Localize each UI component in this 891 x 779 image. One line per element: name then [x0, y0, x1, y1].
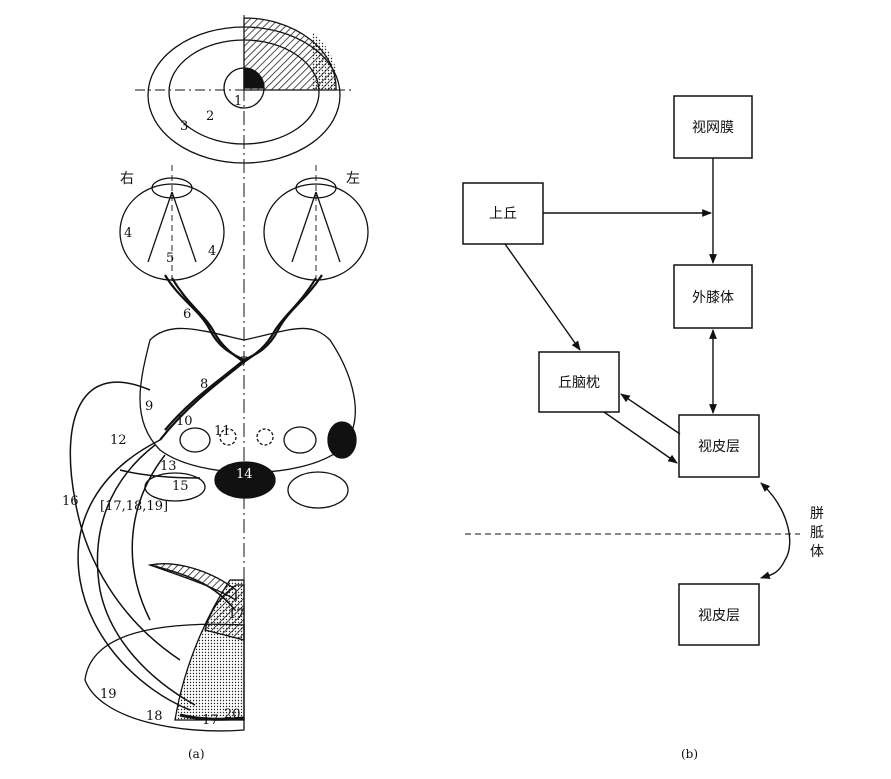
label-14: 14 — [236, 467, 253, 482]
box-superior-colliculus-label: 上丘 — [489, 206, 517, 222]
arrow-pulvinar-to-cortex — [603, 411, 678, 464]
label-12: 12 — [110, 433, 127, 448]
label-7: 7 — [240, 355, 248, 370]
box-retina-label: 视网膜 — [692, 120, 734, 136]
label-bracket: [17,18,19] — [100, 499, 168, 514]
arrow-colliculus-to-pulvinar — [504, 243, 581, 351]
label-20: 20 — [224, 707, 241, 722]
arrow-cortex-to-pulvinar — [620, 393, 681, 435]
anatomy-labels: 1 2 3 右 左 4 5 4 6 7 8 9 10 11 12 13 14 1… — [62, 94, 360, 761]
optic-radiations — [69, 381, 201, 711]
label-right-side: 右 — [120, 171, 134, 187]
right-eye — [119, 165, 225, 285]
label-19: 19 — [100, 687, 117, 702]
box-lgn-label: 外膝体 — [692, 290, 734, 306]
arrow-callosal — [760, 482, 791, 579]
label-5: 5 — [166, 251, 174, 266]
label-8: 8 — [200, 377, 208, 392]
pathway-block-diagram: 视网膜 上丘 外膝体 丘脑枕 视皮层 视皮层 — [462, 95, 824, 761]
label-4b: 4 — [208, 244, 216, 259]
visual-field — [135, 17, 352, 164]
box-cortex-bottom-label: 视皮层 — [698, 608, 740, 624]
box-cortex-top: 视皮层 — [678, 414, 760, 478]
label-17a: 17 — [228, 607, 245, 622]
visual-pathway-anatomy — [69, 15, 369, 732]
label-2: 2 — [206, 109, 214, 124]
box-pulvinar: 丘脑枕 — [538, 351, 620, 413]
caption-b: (b) — [681, 747, 698, 761]
label-6: 6 — [183, 307, 191, 322]
label-16: 16 — [62, 494, 79, 509]
label-3: 3 — [180, 119, 188, 134]
box-superior-colliculus: 上丘 — [462, 182, 544, 245]
label-15: 15 — [172, 479, 189, 494]
callosum-char-2: 胝 — [810, 525, 824, 541]
box-lgn: 外膝体 — [673, 264, 753, 329]
label-4a: 4 — [124, 226, 132, 241]
label-13: 13 — [160, 459, 177, 474]
label-11: 11 — [214, 424, 231, 439]
callosum-char-3: 体 — [810, 544, 824, 560]
label-10: 10 — [176, 414, 193, 429]
label-18: 18 — [146, 709, 163, 724]
occipital-cortex — [84, 563, 245, 732]
label-1: 1 — [234, 94, 242, 109]
label-left-side: 左 — [346, 171, 360, 187]
optic-nerves — [159, 274, 323, 441]
box-pulvinar-label: 丘脑枕 — [558, 375, 600, 391]
box-retina: 视网膜 — [673, 95, 753, 159]
box-cortex-bottom: 视皮层 — [678, 583, 760, 646]
label-17b: 17 — [202, 713, 219, 728]
box-cortex-top-label: 视皮层 — [698, 439, 740, 455]
callosum-char-1: 胼 — [810, 506, 824, 522]
label-9: 9 — [145, 399, 153, 414]
midbrain-outline — [139, 327, 356, 474]
caption-a: (a) — [188, 747, 205, 761]
